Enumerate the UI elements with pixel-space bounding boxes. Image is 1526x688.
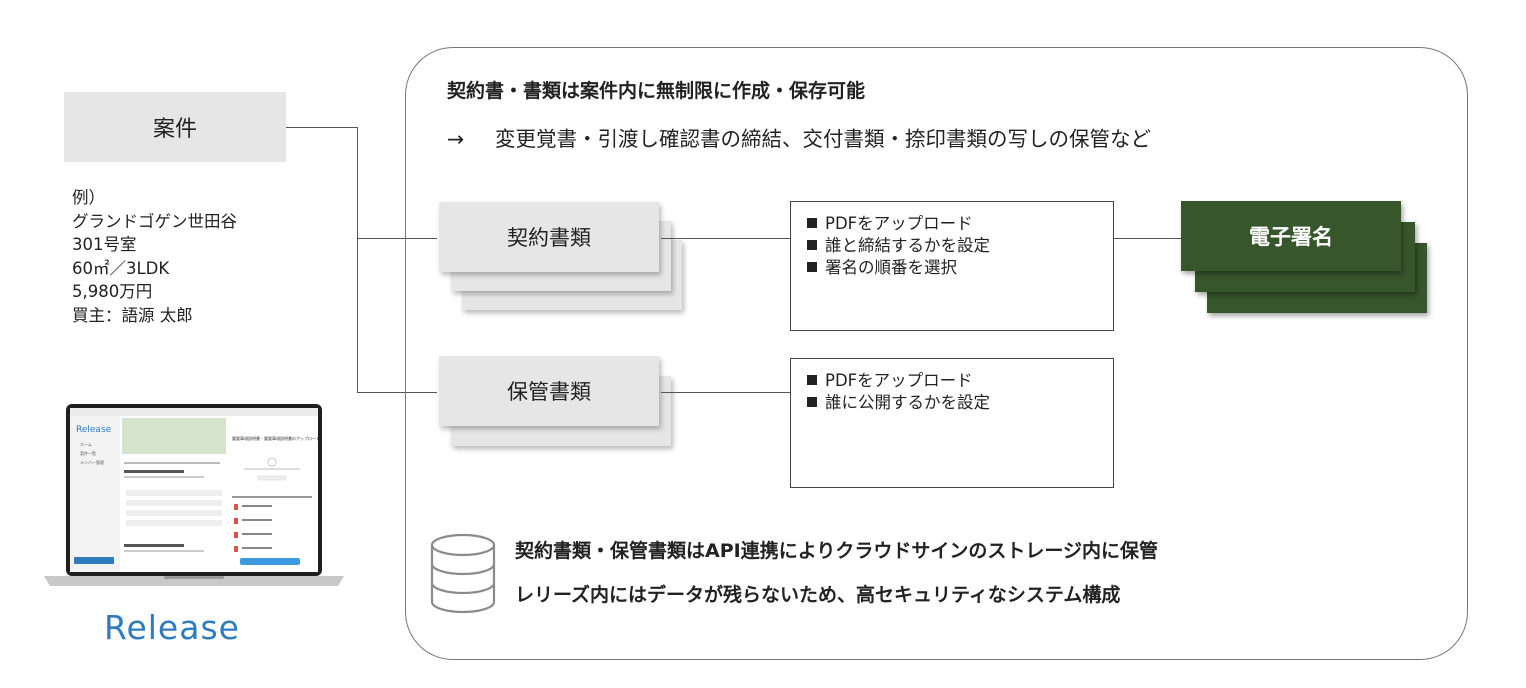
bullet-item: PDFをアップロード — [807, 213, 1113, 235]
feature-container — [405, 47, 1468, 660]
example-line: 5,980万円 — [72, 282, 153, 301]
bullet-item: PDFをアップロード — [807, 370, 1113, 392]
example-line: 買主：語源 太郎 — [72, 305, 193, 325]
case-label: 案件 — [152, 117, 197, 142]
case-box: 案件 — [64, 92, 286, 162]
storage-detail-box: PDFをアップロード 誰に公開するかを設定 — [790, 358, 1114, 488]
bullet-text: 誰と締結するかを設定 — [825, 236, 990, 255]
headline: 契約書・書類は案件内に無制限に作成・保存可能 — [447, 80, 866, 102]
laptop-logo: Release — [76, 425, 112, 435]
laptop-nav-item: メンバー管理 — [80, 459, 104, 465]
laptop-nav-item: 案件一覧 — [80, 450, 96, 456]
square-bullet-icon — [807, 240, 817, 250]
storage-docs-card: 保管書類 — [439, 356, 659, 426]
square-bullet-icon — [807, 218, 817, 228]
connector-detail-signature — [1113, 238, 1183, 239]
square-bullet-icon — [807, 262, 817, 272]
square-bullet-icon — [807, 375, 817, 385]
subline: → 変更覚書・引渡し確認書の締結、交付書類・捺印書類の写しの保管など — [447, 122, 1151, 152]
example-line: 60㎡／3LDK — [72, 258, 170, 278]
connector-trunk — [357, 127, 358, 392]
bullet-item: 誰に公開するかを設定 — [807, 392, 1113, 414]
connector-contract-detail — [661, 238, 791, 239]
contract-docs-label: 契約書類 — [507, 226, 591, 250]
example-line: グランドゴゲン世田谷 — [72, 211, 237, 231]
database-icon — [430, 533, 496, 614]
contract-docs-card: 契約書類 — [439, 202, 659, 272]
arrow-right-icon: → — [447, 127, 465, 151]
case-example: 例） グランドゴゲン世田谷 301号室 60㎡／3LDK 5,980万円 買主：… — [72, 186, 237, 327]
release-logo: Release — [104, 608, 240, 647]
bullet-item: 誰と締結するかを設定 — [807, 235, 1113, 257]
storage-docs-label: 保管書類 — [507, 380, 591, 404]
connector-to-contract — [357, 238, 437, 239]
connector-case-out — [286, 127, 358, 128]
connector-storage-detail — [661, 392, 791, 393]
bullet-text: 署名の順番を選択 — [825, 258, 957, 277]
bullet-text: PDFをアップロード — [825, 214, 973, 233]
storage-statement: 契約書類・保管書類はAPI連携によりクラウドサインのストレージ内に保管 — [515, 540, 1158, 562]
security-statement: レリーズ内にはデータが残らないため、高セキュリティなシステム構成 — [515, 584, 1121, 606]
bullet-item: 署名の順番を選択 — [807, 257, 1113, 279]
square-bullet-icon — [807, 397, 817, 407]
subline-text: 変更覚書・引渡し確認書の締結、交付書類・捺印書類の写しの保管など — [495, 127, 1151, 151]
bullet-text: PDFをアップロード — [825, 371, 973, 390]
example-line: 301号室 — [72, 235, 137, 254]
laptop-screenshot: Release ホーム 案件一覧 メンバー管理 重要事項説明書・重要事項説明書の… — [44, 404, 344, 586]
contract-detail-box: PDFをアップロード 誰と締結するかを設定 署名の順番を選択 — [790, 201, 1114, 331]
example-line: 例） — [72, 188, 105, 207]
laptop-nav-item: ホーム — [80, 442, 92, 447]
e-signature-card: 電子署名 — [1181, 201, 1401, 271]
connector-to-storage — [357, 392, 437, 393]
e-signature-label: 電子署名 — [1249, 225, 1333, 249]
laptop-right-heading: 重要事項説明書・重要事項説明書のアップロード — [232, 435, 320, 441]
bullet-text: 誰に公開するかを設定 — [825, 393, 990, 412]
